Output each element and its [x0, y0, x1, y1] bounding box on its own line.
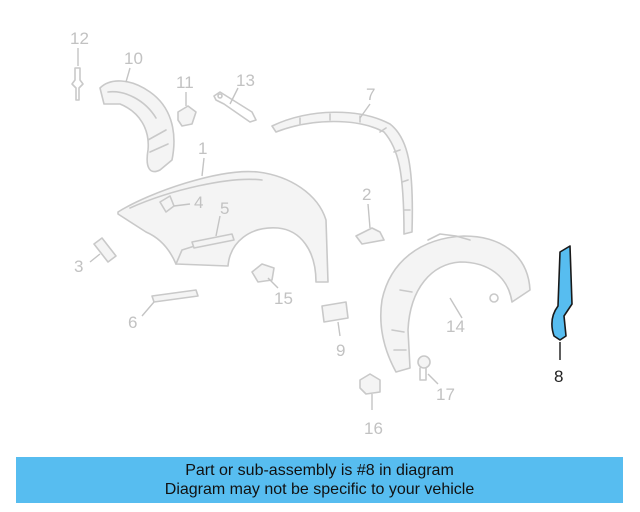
- part-14-liner: [379, 233, 531, 373]
- part-13-bracket: [213, 91, 257, 123]
- callout-10: 10: [124, 49, 143, 68]
- callout-12: 12: [70, 29, 89, 48]
- part-10-liner: [99, 80, 175, 173]
- callout-6: 6: [128, 313, 137, 332]
- callout-9: 9: [336, 341, 345, 360]
- callout-16: 16: [364, 419, 383, 438]
- callout-14: 14: [446, 317, 465, 336]
- banner-line-disclaimer: Diagram may not be specific to your vehi…: [164, 481, 475, 498]
- parts-diagram: 12 10 11 13 7 1 2 4 5 3 15 6 14 9 17 16 …: [70, 29, 573, 438]
- callout-15: 15: [274, 289, 293, 308]
- banner-line-part: Part or sub-assembly is #8 in diagram: [185, 462, 454, 479]
- callout-8: 8: [554, 367, 563, 386]
- part-2-bracket: [355, 227, 385, 245]
- part-9-plate: [321, 301, 349, 323]
- part-12-pin: [71, 67, 84, 101]
- info-banner: Part or sub-assembly is #8 in diagram Di…: [16, 457, 623, 503]
- part-5-molding: [191, 233, 235, 249]
- callout-2: 2: [362, 185, 371, 204]
- part-16-fastener: [359, 373, 381, 395]
- part-3-insulator: [93, 237, 117, 263]
- part-11-clip: [177, 105, 197, 127]
- part-17-screw: [417, 355, 431, 381]
- callout-4: 4: [194, 193, 203, 212]
- part-1-fender: [117, 170, 329, 283]
- callout-7: 7: [366, 85, 375, 104]
- callout-3: 3: [74, 257, 83, 276]
- part-7-molding: [271, 111, 414, 235]
- part-15-clip: [251, 263, 275, 283]
- callout-13: 13: [236, 71, 255, 90]
- callout-17: 17: [436, 385, 455, 404]
- part-8-seal: [551, 245, 573, 341]
- callout-5: 5: [220, 199, 229, 218]
- part-6-strip: [151, 289, 199, 303]
- callout-1: 1: [198, 139, 207, 158]
- callout-11: 11: [176, 73, 194, 92]
